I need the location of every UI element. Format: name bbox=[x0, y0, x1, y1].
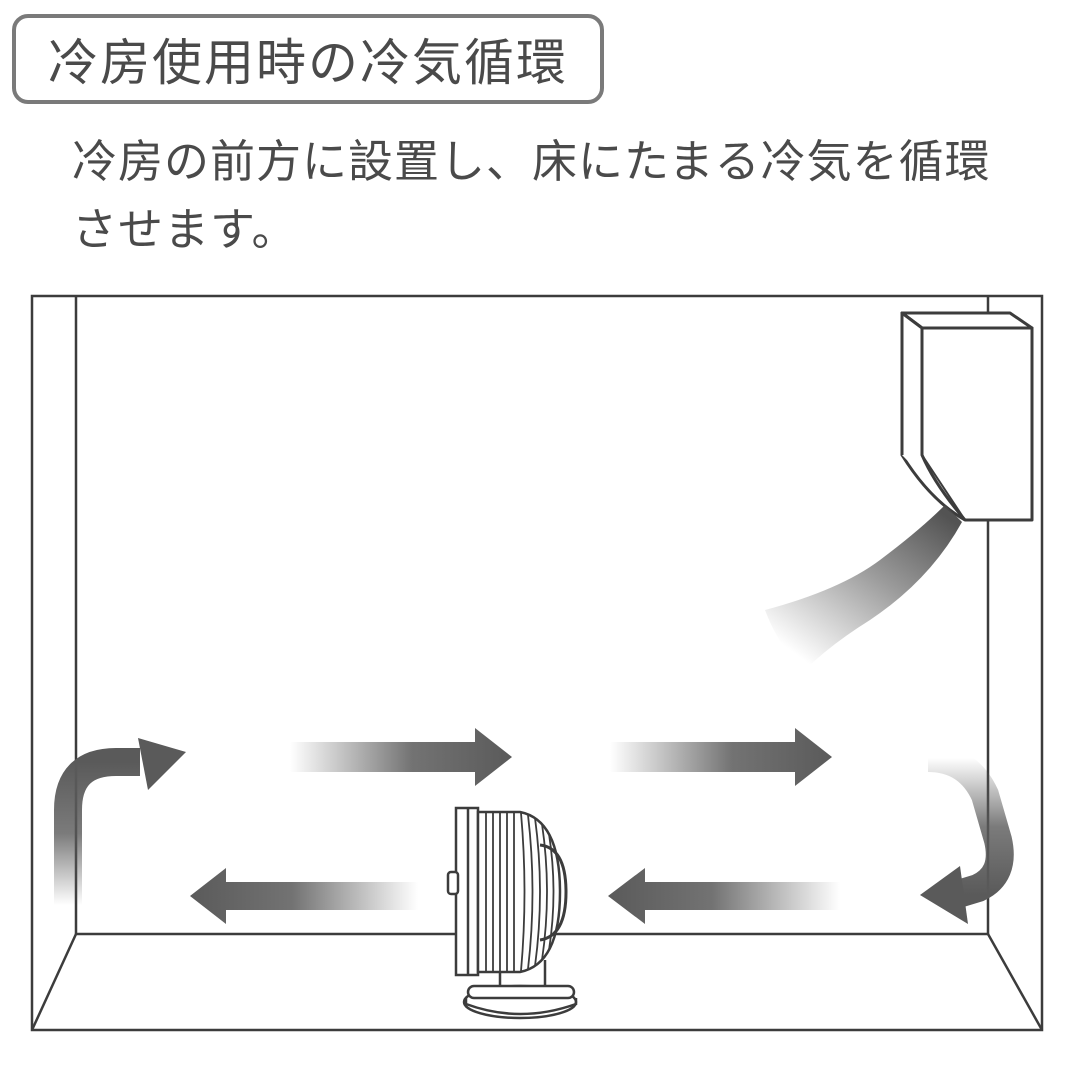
airflow-arrow-icon bbox=[190, 868, 418, 924]
description: 冷房の前方に設置し、床にたまる冷気を循環 させます。 bbox=[72, 128, 1072, 264]
airflow-arrow-icon bbox=[608, 868, 840, 924]
room-frame bbox=[30, 294, 1044, 1032]
airflow-arrow-icon bbox=[920, 744, 1014, 924]
air-conditioner-icon bbox=[900, 311, 1034, 522]
page-title: 冷房使用時の冷気循環 bbox=[48, 34, 568, 92]
title-badge: 冷房使用時の冷気循環 bbox=[12, 14, 604, 104]
floor-left-edge bbox=[30, 933, 78, 1031]
description-line-2: させます。 bbox=[72, 203, 298, 256]
airflow-arrow-icon bbox=[290, 728, 512, 786]
airflow-arrow-icon bbox=[54, 738, 186, 905]
cold-air-stream bbox=[765, 505, 962, 670]
circulator-fan-icon bbox=[446, 806, 578, 1020]
floor-right-edge bbox=[986, 933, 1044, 1031]
airflow-arrow-icon bbox=[610, 728, 832, 786]
description-line-1: 冷房の前方に設置し、床にたまる冷気を循環 bbox=[72, 135, 991, 188]
